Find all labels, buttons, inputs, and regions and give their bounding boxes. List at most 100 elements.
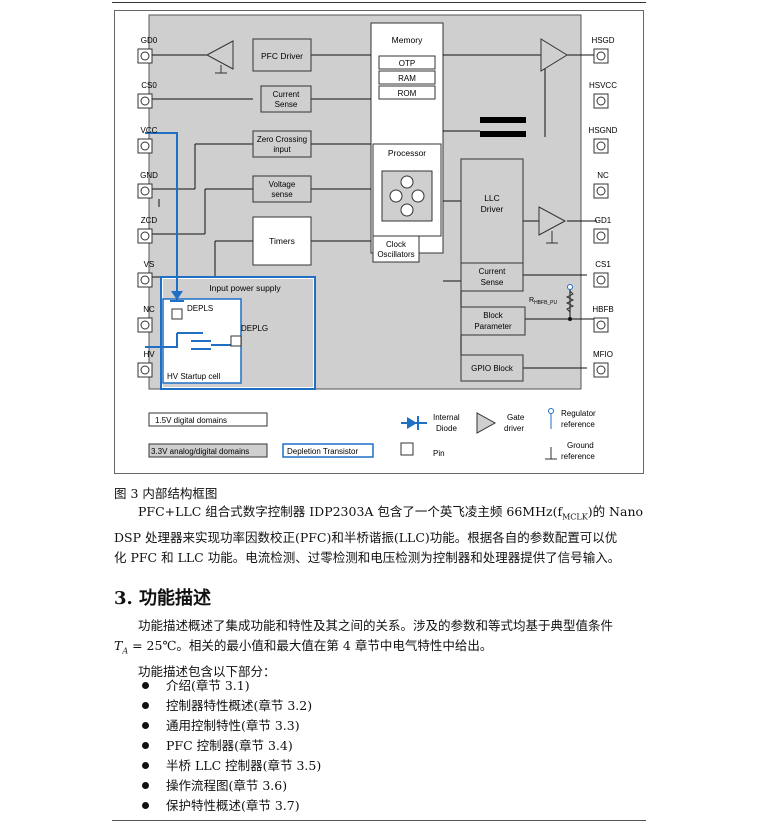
pin-label-right-2: HSGND	[589, 126, 618, 135]
list-item: 保护特性概述(章节 3.7)	[140, 796, 321, 816]
block-parameter-line2: Parameter	[474, 322, 512, 331]
ram-label: RAM	[398, 74, 416, 83]
paragraph-1-line3: 化 PFC 和 LLC 功能。电流检测、过零检测和电压检测为控制器和处理器提供了…	[114, 549, 621, 565]
pin-label-right-7: MFIO	[593, 350, 613, 359]
regulator-reference-icon	[567, 284, 573, 290]
list-item: 介绍(章节 3.1)	[140, 676, 321, 696]
current-sense-right-line1: Current	[479, 267, 506, 276]
pin-label-right-4: GD1	[595, 216, 612, 225]
pin-label-right-6: HBFB	[592, 305, 613, 314]
list-item: 通用控制特性(章节 3.3)	[140, 716, 321, 736]
legend-gate-line2: driver	[504, 424, 524, 433]
zero-crossing-block	[252, 130, 312, 158]
pin-dot-left-0	[140, 51, 150, 61]
legend-ground-line1: Ground	[567, 441, 594, 450]
block-diagram: PFC Driver Current Sense Zero Crossing i…	[114, 10, 644, 474]
legend-ground-line2: reference	[561, 452, 595, 461]
legend-diode-icon	[407, 417, 417, 429]
paragraph-1-line2: DSP 处理器来实现功率因数校正(PFC)和半桥谐振(LLC)功能。根据各自的参…	[114, 529, 618, 545]
rom-block	[378, 85, 436, 100]
llc-driver-line2: Driver	[481, 204, 504, 214]
pin-dot-right-7	[596, 365, 606, 375]
pin-dot-left-5	[140, 275, 150, 285]
legend-diode-line2: Diode	[436, 424, 457, 433]
legend-gate-line1: Gate	[507, 413, 525, 422]
legend-digital-swatch	[148, 412, 268, 427]
pin-dot-right-6	[596, 320, 606, 330]
hs-gate-driver-icon	[540, 38, 568, 72]
block-diagram-svg: PFC Driver Current Sense Zero Crossing i…	[137, 14, 618, 461]
processor-label: Processor	[388, 148, 426, 158]
legend-pin-icon	[400, 442, 414, 456]
processor-cycle-icon	[389, 175, 425, 217]
current-sense-left-line2: Sense	[275, 100, 298, 109]
llc-driver-block	[460, 158, 524, 264]
paragraph-2-line1: 功能描述概述了集成功能和特性及其之间的关系。涉及的参数和等式均基于典型值条件	[138, 618, 614, 633]
section-list: 介绍(章节 3.1) 控制器特性概述(章节 3.2) 通用控制特性(章节 3.3…	[140, 676, 321, 816]
gpio-label: GPIO Block	[471, 364, 514, 373]
legend-diode-line1: Internal	[433, 413, 460, 422]
pin-dot-right-1	[596, 96, 606, 106]
ram-block	[378, 70, 436, 85]
current-sense-left-line1: Current	[273, 90, 300, 99]
llc-driver-line1: LLC	[484, 193, 500, 203]
pin-label-left-5: VS	[144, 260, 155, 269]
pin-label-left-1: CS0	[141, 81, 157, 90]
input-power-supply-label: Input power supply	[209, 283, 281, 293]
pin-dot-right-0	[596, 51, 606, 61]
section-heading: 3. 功能描述	[114, 588, 212, 609]
pin-dot-right-2	[596, 141, 606, 151]
pin-label-right-3: NC	[597, 171, 609, 180]
pin-dot-left-2	[140, 141, 150, 151]
voltage-sense-line1: Voltage	[269, 180, 296, 189]
voltage-sense-block	[252, 175, 312, 203]
pfc-gate-driver-icon	[205, 40, 234, 70]
pfc-driver-label: PFC Driver	[261, 51, 303, 61]
current-sense-left-block	[260, 85, 312, 113]
block-parameter-line1: Block	[483, 311, 504, 320]
paragraph-2: 功能描述概述了集成功能和特性及其之间的关系。涉及的参数和等式均基于典型值条件 T…	[114, 616, 644, 682]
pin-dot-right-4	[596, 231, 606, 241]
list-item: 控制器特性概述(章节 3.2)	[140, 696, 321, 716]
depls-pin-icon	[171, 308, 183, 320]
pin-dot-right-3	[596, 186, 606, 196]
pin-label-right-1: HSVCC	[589, 81, 617, 90]
pin-label-left-0: GD0	[141, 36, 158, 45]
pfc-driver-block	[252, 38, 312, 72]
top-rule	[112, 2, 646, 3]
clock-line2: Oscillators	[377, 250, 414, 259]
internal-diode-icon	[171, 291, 183, 300]
pin-label-left-3: GND	[140, 171, 158, 180]
clock-line1: Clock	[386, 240, 407, 249]
pin-dot-left-3	[140, 186, 150, 196]
resistor-icon	[565, 290, 575, 313]
pin-label-right-0: HSGD	[591, 36, 614, 45]
list-item: PFC 控制器(章节 3.4)	[140, 736, 321, 756]
figure-caption: 图 3 内部结构框图	[114, 486, 218, 501]
legend-regulator-line1: Regulator	[561, 409, 596, 418]
voltage-sense-line2: sense	[271, 190, 293, 199]
transformer-bar-bottom	[480, 131, 526, 137]
zero-crossing-line1: Zero Crossing	[257, 135, 307, 144]
pin-dot-left-6	[140, 320, 150, 330]
legend-regulator-line2: reference	[561, 420, 595, 429]
legend-regulator-icon	[548, 408, 554, 414]
pin-label-left-6: NC	[143, 305, 155, 314]
list-item: 半桥 LLC 控制器(章节 3.5)	[140, 756, 321, 776]
clock-oscillators-block	[372, 235, 420, 263]
legend-pin-label: Pin	[433, 449, 445, 458]
transformer-bar-top	[480, 117, 526, 123]
bottom-rule	[112, 820, 646, 821]
paragraph-2-line2: TA = 25℃。相关的最小值和最大值在第 4 章节中电气特性中给出。	[114, 638, 493, 656]
pin-label-left-2: VCC	[141, 126, 158, 135]
paragraph-2-line3: 功能描述包含以下部分：	[138, 663, 276, 679]
pin-dot-left-4	[140, 231, 150, 241]
zero-crossing-line2: input	[273, 145, 291, 154]
rom-label: ROM	[398, 89, 417, 98]
pin-dot-right-5	[596, 275, 606, 285]
legend-digital-label: 1.5V digital domains	[155, 416, 227, 425]
pin-dot-left-7	[140, 365, 150, 375]
deplg-label: DEPLG	[241, 324, 268, 333]
ls-gate-driver-icon	[538, 206, 567, 236]
